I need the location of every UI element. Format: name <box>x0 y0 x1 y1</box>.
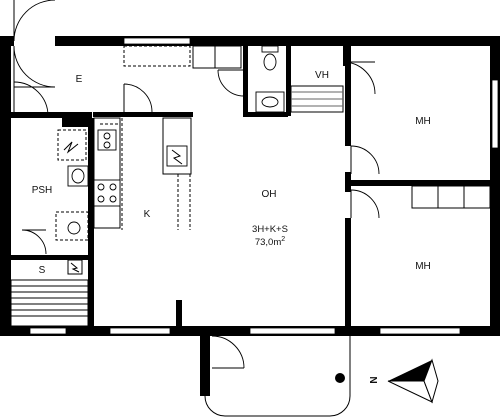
room-label-oh: OH <box>262 189 277 200</box>
wc-door <box>217 69 245 97</box>
balcony <box>204 335 351 417</box>
entrance-door <box>13 0 56 88</box>
stove-icon <box>93 179 121 207</box>
apartment-area: 73,0m2 <box>255 236 285 248</box>
kitchen-fixtures <box>93 117 192 230</box>
bedroom-doors <box>350 145 380 219</box>
room-label-vh: VH <box>315 70 329 81</box>
psh-door <box>13 81 49 117</box>
apartment-area-value: 73,0m <box>255 237 281 248</box>
apartment-type: 3H+K+S <box>252 224 288 235</box>
room-label-psh: PSH <box>32 185 53 196</box>
room-label-sauna: S <box>39 265 46 276</box>
room-label-mh-1: MH <box>415 116 431 127</box>
windows <box>29 37 499 335</box>
north-arrow-icon <box>387 358 439 404</box>
compass-label: N <box>369 376 380 383</box>
apartment-area-superscript: 2 <box>281 236 285 243</box>
sauna-fixtures <box>10 259 89 327</box>
interior-walls <box>11 46 490 328</box>
washing-machine-icon <box>67 221 81 235</box>
balcony-drain <box>335 373 345 383</box>
wc-fixtures <box>255 45 285 113</box>
entrance-closet <box>123 45 242 69</box>
vh-area <box>290 61 376 113</box>
kitchen-hall-door <box>123 83 153 113</box>
mh-wardrobes <box>411 185 491 209</box>
psh-fixtures <box>21 129 89 255</box>
compass: N <box>369 358 439 404</box>
room-label-entrance: E <box>76 74 83 85</box>
outer-walls <box>0 36 500 396</box>
electric-panel-icon <box>166 145 188 167</box>
room-label-mh-2: MH <box>415 261 431 272</box>
room-label-kitchen: K <box>144 209 151 220</box>
